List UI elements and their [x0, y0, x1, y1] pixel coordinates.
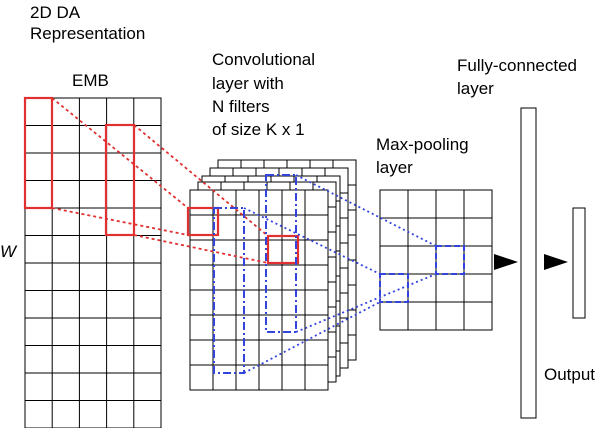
conv-label-line3: N filters [212, 97, 270, 116]
conv-label-line1: Convolutional [212, 50, 316, 69]
fc-label-line1: Fully-connected [457, 56, 578, 75]
conv-label-line2: layer with [212, 74, 284, 93]
filter-projection-line-1 [51, 97, 189, 209]
maxpool-label-line2: layer [376, 158, 413, 177]
conv-output-cell-2 [266, 234, 300, 265]
representation-label-line2: Representation [30, 24, 146, 43]
pool-projection-line-4 [295, 273, 437, 333]
emb-filter-window-2 [104, 123, 136, 237]
output-label: Output [544, 365, 596, 384]
conv-label-line4: of size K x 1 [212, 120, 305, 139]
fc-label-line2: layer [457, 79, 494, 98]
pool-region-1 [213, 207, 245, 374]
pool-projection-line-1 [243, 207, 381, 275]
filter-projection-line-3 [133, 124, 269, 237]
emb-grid [24, 97, 162, 429]
arrow-to-fc-icon [494, 254, 518, 270]
pool-projection-line-3 [295, 174, 437, 247]
arrow-to-output-icon [544, 254, 568, 270]
w-label: W [0, 242, 17, 261]
maxpool-label-line1: Max-pooling [376, 135, 469, 154]
pool-region-2 [265, 174, 297, 333]
conv-output-cell-1 [186, 206, 220, 237]
filter-projection-line-2 [51, 207, 189, 236]
pooled-cell-1 [379, 273, 409, 303]
representation-label-line1: 2D DA [30, 3, 81, 22]
emb-filter-window-1 [23, 96, 54, 210]
filter-projection-line-4 [133, 234, 269, 264]
emb-label: EMB [72, 71, 109, 90]
pooled-cell-2 [435, 245, 465, 275]
maxpool-grid [379, 189, 493, 331]
output-bar [572, 207, 586, 319]
pool-projection-line-2 [243, 301, 381, 374]
feature-map-5 [189, 189, 329, 391]
fc-layer-bar [520, 107, 537, 419]
